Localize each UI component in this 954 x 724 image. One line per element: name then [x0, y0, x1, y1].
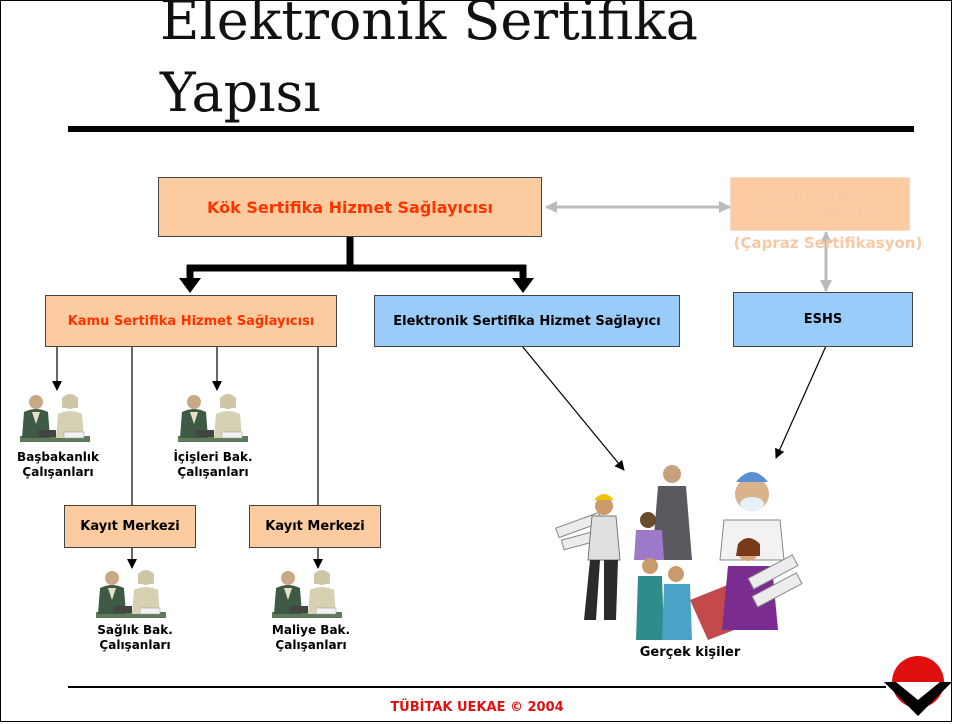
basbakanlik-label: Başbakanlık Çalışanları: [8, 450, 108, 480]
registration-center-box-1: Kayıt Merkezi: [64, 505, 196, 548]
elektronik-ca-label: Elektronik Sertifika Hizmet Sağlayıcı: [393, 313, 661, 329]
eshs-label: ESHS: [803, 312, 843, 327]
maliye-label-line2: Çalışanları: [275, 638, 347, 652]
maliye-label: Maliye Bak. Çalışanları: [256, 623, 366, 653]
registration-center-label-2: Kayıt Merkezi: [265, 519, 365, 534]
basbakanlik-label-line2: Çalışanları: [22, 465, 94, 479]
icisleri-label-line2: Çalışanları: [177, 465, 249, 479]
bridge-ca-box: Köprü Sertifika Hizmet Sağlayıcısı: [730, 177, 910, 231]
slide-title-line2: Yapısı: [160, 61, 321, 124]
real-persons-label: Gerçek kişiler: [639, 645, 741, 660]
elektronik-ca-box: Elektronik Sertifika Hizmet Sağlayıcı: [374, 295, 680, 347]
saglik-label-line2: Çalışanları: [99, 638, 171, 652]
icisleri-label: İçişleri Bak. Çalışanları: [158, 450, 268, 480]
basbakanlik-label-line1: Başbakanlık: [17, 450, 99, 464]
root-ca-box: Kök Sertifika Hizmet Sağlayıcısı: [158, 177, 542, 237]
registration-center-label-1: Kayıt Merkezi: [80, 519, 180, 534]
icisleri-label-line1: İçişleri Bak.: [173, 450, 253, 464]
kamu-ca-box: Kamu Sertifika Hizmet Sağlayıcısı: [45, 295, 337, 347]
title-divider: [68, 126, 914, 132]
registration-center-box-2: Kayıt Merkezi: [249, 505, 381, 548]
root-ca-label: Kök Sertifika Hizmet Sağlayıcısı: [207, 197, 493, 217]
bridge-ca-label-line2: Hizmet Sağlayıcısı: [753, 204, 887, 219]
eshs-box: ESHS: [733, 292, 913, 347]
kamu-ca-label: Kamu Sertifika Hizmet Sağlayıcısı: [67, 313, 315, 329]
bridge-ca-label-line1: Köprü Sertifika: [764, 189, 876, 204]
cross-certification-note: (Çapraz Sertifikasyon): [733, 234, 923, 252]
saglik-label-line1: Sağlık Bak.: [97, 623, 173, 637]
saglik-label: Sağlık Bak. Çalışanları: [80, 623, 190, 653]
footer-copyright: TÜBİTAK UEKAE © 2004: [390, 700, 564, 715]
footer-divider: [68, 686, 886, 688]
slide-title-line1: Elektronik Sertifika: [160, 0, 698, 52]
root-tree-connector: [179, 236, 534, 293]
maliye-label-line1: Maliye Bak.: [271, 623, 351, 637]
